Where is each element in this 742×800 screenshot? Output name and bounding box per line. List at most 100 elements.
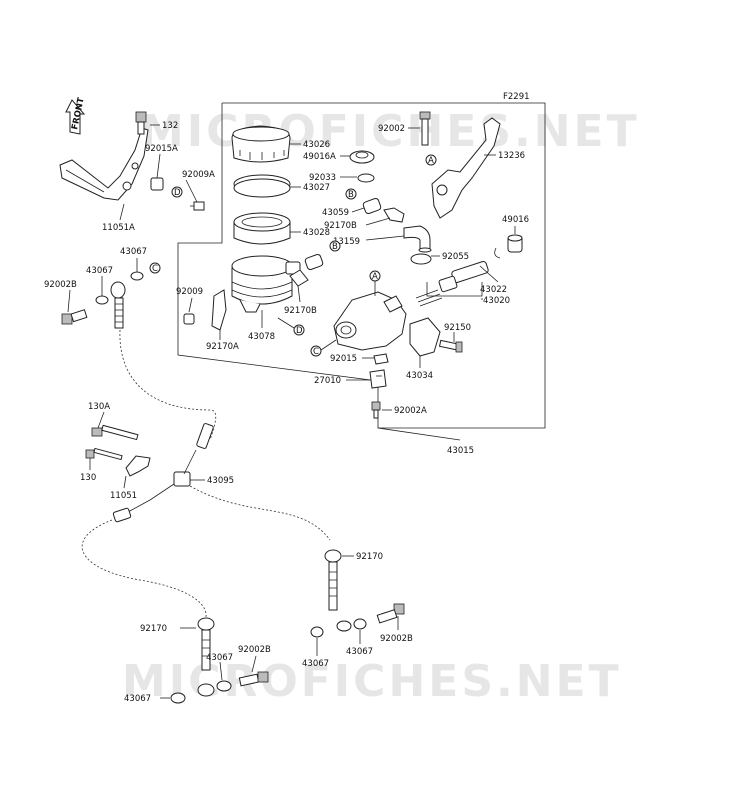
label-43034: 43034 — [406, 371, 433, 381]
label-43067-f: 43067 — [124, 694, 151, 704]
banjo-fitting-left-icon — [110, 281, 126, 329]
label-92002B-a: 92002B — [44, 280, 77, 290]
label-43067-c: 43067 — [206, 653, 233, 663]
hose-43059-icon — [362, 197, 382, 215]
ref-a-letter-2: A — [372, 272, 378, 282]
watermark-bottom: MICROFICHES.NET — [122, 656, 622, 707]
banjo-bolt-right-icon — [376, 603, 405, 624]
label-13159: 13159 — [333, 237, 360, 247]
brake-line-joint — [127, 483, 175, 513]
label-43067-d: 43067 — [302, 659, 329, 669]
ref-c-letter-1: C — [313, 347, 319, 357]
bolt-92009A-icon — [190, 201, 205, 211]
label-92170-b: 92170 — [140, 624, 167, 634]
label-49016: 49016 — [502, 215, 529, 225]
front-arrow-icon: FRONT — [65, 97, 87, 135]
circlip-92033-icon — [357, 173, 375, 183]
banjo-bolt-left-icon — [61, 309, 88, 325]
ref-c-circle-2 — [149, 262, 161, 274]
label-92170B-upper: 92170B — [324, 221, 357, 231]
piston-assembly-icon — [415, 261, 489, 307]
ref-b-circle-2 — [329, 240, 341, 252]
label-43020: 43020 — [483, 296, 510, 306]
brake-line-left — [81, 519, 207, 621]
banjo-fitting-bottom-icon — [197, 617, 215, 697]
nut-92015-icon — [373, 353, 389, 365]
master-cylinder-body-icon — [333, 291, 407, 351]
washer-43067-c-icon — [216, 680, 232, 692]
grommet-49016A-icon — [349, 150, 375, 164]
label-43026: 43026 — [303, 140, 330, 150]
hose-fitting-lower-icon — [289, 253, 324, 287]
label-92170-a: 92170 — [356, 552, 383, 562]
label-11051A: 11051A — [102, 223, 135, 233]
label-92002-top: 92002 — [378, 124, 405, 134]
label-92150: 92150 — [444, 323, 471, 333]
bushing-49016-icon — [507, 234, 523, 253]
label-43078: 43078 — [248, 332, 275, 342]
ref-a-letter-1: A — [428, 156, 434, 166]
label-43067-e: 43067 — [346, 647, 373, 657]
ref-c-circle-1 — [310, 345, 322, 357]
label-43015: 43015 — [447, 446, 474, 456]
label-11051: 11051 — [110, 491, 137, 501]
label-92015A: 92015A — [145, 144, 178, 154]
label-92033: 92033 — [309, 173, 336, 183]
line-bracket-11051-icon — [125, 455, 151, 477]
label-43028: 43028 — [303, 228, 330, 238]
reservoir-cap-icon — [231, 125, 291, 163]
label-49016A: 49016A — [303, 152, 336, 162]
elbow-fitting-13159-icon — [403, 225, 432, 253]
label-43095: 43095 — [207, 476, 234, 486]
watermark-top: MICROFICHES.NET — [140, 106, 640, 157]
reservoir-tank-icon — [231, 255, 301, 313]
brake-line-upper — [119, 329, 217, 441]
circlip-icon — [494, 247, 501, 259]
ref-d-circle — [171, 186, 183, 198]
label-92170A: 92170A — [206, 342, 239, 352]
diaphragm-icon — [233, 212, 291, 245]
ref-d-circle-2 — [293, 324, 305, 336]
label-130: 130 — [80, 473, 96, 483]
label-92009: 92009 — [176, 287, 203, 297]
label-43027: 43027 — [303, 183, 330, 193]
figure-code: F2291 — [503, 92, 530, 102]
brake-switch-27010-icon — [369, 369, 387, 389]
label-27010: 27010 — [314, 376, 341, 386]
label-130A: 130A — [88, 402, 110, 412]
bolt-132-icon — [135, 111, 147, 135]
bolt-130A-icon — [91, 424, 139, 441]
label-43059: 43059 — [322, 208, 349, 218]
diaphragm-plate-icon — [233, 174, 291, 198]
label-92002B-c: 92002B — [380, 634, 413, 644]
reservoir-bracket-icon — [183, 289, 227, 331]
assembly-leader — [377, 427, 461, 441]
washer-43067-d-icon — [310, 626, 324, 638]
bolt-130-icon — [85, 447, 123, 461]
brake-lever-icon — [431, 117, 501, 219]
ref-a-circle-1 — [425, 154, 437, 166]
washer-43067-a-icon — [130, 271, 144, 281]
handlebar-clamp-43034-icon — [409, 317, 441, 357]
label-92002A: 92002A — [394, 406, 427, 416]
ref-d-letter: D — [174, 188, 181, 198]
mirror-bracket-icon — [59, 127, 149, 201]
washer-43067-b-icon — [95, 295, 109, 305]
label-132: 132 — [162, 121, 178, 131]
label-43022: 43022 — [480, 285, 507, 295]
washer-43067-e-icon — [353, 618, 367, 630]
washer-43067-f-icon — [170, 692, 186, 704]
collar-92015A-icon — [150, 177, 164, 191]
label-13236: 13236 — [498, 151, 525, 161]
ref-b-letter-1: B — [348, 190, 354, 200]
hose-joint-icon — [173, 423, 214, 487]
screw-92002A-icon — [371, 401, 381, 419]
ref-c-letter-2: C — [152, 264, 158, 274]
banjo-bolt-bottom-icon — [238, 671, 269, 687]
label-92009A: 92009A — [182, 170, 215, 180]
label-92170B-lower: 92170B — [284, 306, 317, 316]
o-ring-92055-icon — [410, 253, 432, 265]
label-92055: 92055 — [442, 252, 469, 262]
ref-d-letter-2: D — [296, 326, 303, 336]
